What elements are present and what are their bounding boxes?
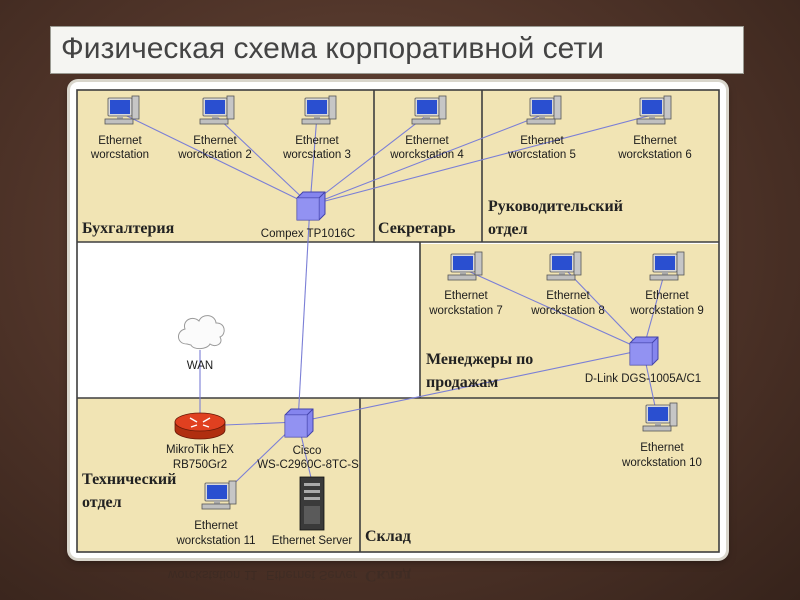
device-label: RB750Gr2 <box>173 459 227 471</box>
reflection-warehouse: Склад <box>365 567 411 584</box>
device-label: Ethernet <box>444 290 488 302</box>
device-label: worckstation 2 <box>177 149 252 161</box>
device-label: Ethernet <box>193 135 237 147</box>
switch-compex[interactable]: Compex TP1016C <box>261 191 355 240</box>
room-label-management-1: Руководительский <box>488 198 623 215</box>
network-links <box>124 114 666 501</box>
device-label: worcstation 5 <box>507 149 576 161</box>
reflection-server: Ethernet Server <box>266 568 358 583</box>
workstation-4[interactable]: Ethernet worckstation 4 <box>389 95 464 161</box>
network-diagram: Бухгалтерия Секретарь Руководительский о… <box>70 82 726 558</box>
device-label: Ethernet <box>640 442 684 454</box>
device-label: Ethernet <box>520 135 564 147</box>
workstation-9[interactable]: Ethernet worckstation 9 <box>629 251 704 317</box>
server-icon <box>299 476 325 531</box>
device-label: Ethernet Server <box>272 535 353 547</box>
switch-cisco[interactable]: Cisco WS-C2960C-8TC-S <box>257 408 359 471</box>
workstation-7[interactable]: Ethernet worckstation 7 <box>428 251 503 317</box>
room-label-tech-1: Технический <box>82 471 176 488</box>
device-label: Ethernet <box>295 135 339 147</box>
ethernet-server[interactable]: Ethernet Server <box>272 476 353 547</box>
device-label: worckstation 8 <box>530 305 605 317</box>
switch-icon <box>629 336 659 366</box>
device-label: worckstation 9 <box>629 305 704 317</box>
device-label: worckstation 6 <box>617 149 692 161</box>
router-mikrotik[interactable]: MikroTik hEX RB750Gr2 <box>166 412 234 471</box>
switch-dlink[interactable]: D-Link DGS-1005A/C1 <box>585 336 701 385</box>
device-label: worckstation 7 <box>428 305 503 317</box>
device-label: worckstation 10 <box>621 457 702 469</box>
reflection-ws11: worckstation 11 <box>168 568 258 583</box>
room-label-warehouse: Склад <box>365 528 411 545</box>
slide-title: Физическая схема корпоративной сети <box>61 32 604 65</box>
device-label: Ethernet <box>405 135 449 147</box>
workstation-2[interactable]: Ethernet worckstation 2 <box>177 95 252 161</box>
device-label: worcstation <box>90 149 149 161</box>
device-label: Compex TP1016C <box>261 228 355 240</box>
device-label: Ethernet <box>194 520 238 532</box>
room-label-sales-1: Менеджеры по <box>426 351 533 368</box>
workstation-6[interactable]: Ethernet worckstation 6 <box>617 95 692 161</box>
workstation-11[interactable]: Ethernet worckstation 11 <box>175 480 256 547</box>
workstation-1[interactable]: Ethernet worcstation <box>90 95 149 161</box>
device-label: worckstation 4 <box>389 149 464 161</box>
device-label: WAN <box>187 360 213 372</box>
device-label: Ethernet <box>546 290 590 302</box>
device-label: Cisco <box>293 445 322 457</box>
device-label: worckstation 11 <box>175 535 255 547</box>
switch-icon <box>284 408 314 438</box>
cloud-icon <box>178 315 225 350</box>
diagram-reflection: worckstation 11 Ethernet Server Склад <box>70 564 726 600</box>
slide-title-box: Физическая схема корпоративной сети <box>50 26 744 74</box>
room-label-sales-2: продажам <box>426 374 498 391</box>
workstation-3[interactable]: Ethernet worcstation 3 <box>282 95 351 161</box>
workstation-10[interactable]: Ethernet worckstation 10 <box>621 402 702 469</box>
room-label-management-2: отдел <box>488 221 528 238</box>
room-label-secretary: Секретарь <box>378 220 456 237</box>
router-icon <box>174 412 226 440</box>
device-label: Ethernet <box>98 135 142 147</box>
device-label: worcstation 3 <box>282 149 351 161</box>
device-label: Ethernet <box>645 290 689 302</box>
room-label-tech-2: отдел <box>82 494 122 511</box>
device-label: Ethernet <box>633 135 677 147</box>
walls <box>76 89 720 553</box>
device-label: WS-C2960C-8TC-S <box>257 459 359 471</box>
room-label-accounting: Бухгалтерия <box>82 220 175 237</box>
switch-icon <box>296 191 326 221</box>
workstation-5[interactable]: Ethernet worcstation 5 <box>507 95 576 161</box>
workstation-8[interactable]: Ethernet worckstation 8 <box>530 251 605 317</box>
device-label: MikroTik hEX <box>166 444 234 456</box>
device-label: D-Link DGS-1005A/C1 <box>585 373 701 385</box>
wan-cloud[interactable]: WAN <box>178 315 225 372</box>
